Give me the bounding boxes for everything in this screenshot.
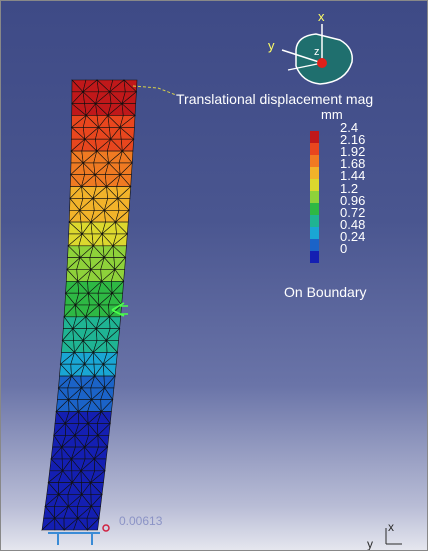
legend-tick-label: 2.4 [340,120,359,135]
compass-icon[interactable]: x y z [268,9,353,85]
legend-swatch [310,191,319,203]
legend-color-bar [310,131,319,263]
legend-tick-label: 0.96 [340,192,366,208]
legend-tick-label: 0.24 [340,228,366,244]
load-arrow-icon [111,302,128,317]
corner-axis-y-label: y [367,537,373,551]
corner-axis-x-label: x [388,520,394,534]
deformed-beam-mesh[interactable] [41,79,138,531]
mesh-element [86,517,100,531]
legend-swatch [310,155,319,167]
legend-swatch [310,167,319,179]
legend-title: Translational displacement mag [176,91,374,107]
legend-tick-label: 1.92 [340,144,366,160]
compass-z-label: z [314,46,320,58]
legend-swatch [310,227,319,239]
corner-axis-icon: x y [367,520,402,551]
legend-leader-line [132,85,177,96]
legend-tick-label: 0.48 [340,216,366,232]
legend-swatch [310,251,319,263]
legend-tick-label: 1.44 [340,168,366,184]
legend-tick-label: 0.72 [340,204,366,220]
value-readout: 0.00613 [119,514,163,528]
legend-swatch [310,143,319,155]
legend-tick-label: 1.2 [340,180,359,196]
compass-y-label: y [268,38,275,53]
legend-boundary-label: On Boundary [284,284,367,300]
legend-swatch [310,239,319,251]
legend-swatch [310,131,319,143]
mesh-element [73,517,89,531]
legend-swatch [310,203,319,215]
legend-tick-label: 0 [340,241,348,256]
legend-swatch [310,179,319,191]
compass-x-label: x [318,9,325,24]
legend-tick-label: 2.16 [340,132,366,148]
mesh-element [54,517,65,531]
legend-tick-label: 1.68 [340,156,366,172]
legend-swatch [310,215,319,227]
clamp-support-icon [48,524,110,545]
legend-unit: mm [321,107,343,122]
